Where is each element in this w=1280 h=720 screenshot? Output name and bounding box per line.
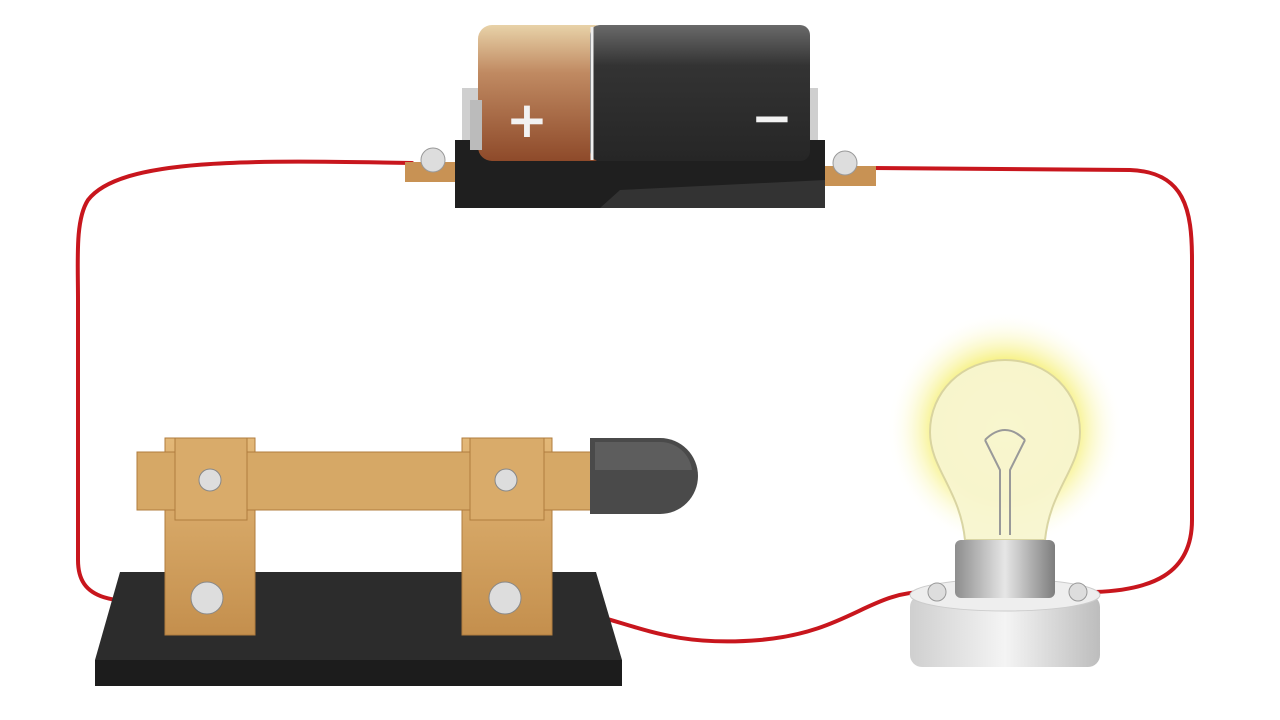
screw-icon [494,468,518,492]
screw-icon [190,581,224,615]
screw-icon [488,581,522,615]
positive-label: + [506,91,548,149]
screw-icon [198,468,222,492]
knife-switch[interactable] [95,437,698,686]
negative-label: − [751,89,793,147]
screw-terminal-left [420,147,446,173]
battery: + − [470,25,810,161]
bulb-socket [910,595,1100,667]
wire-battery-to-bulb [870,166,1194,594]
light-bulb [887,312,1123,667]
wire-battery-to-switch [75,159,414,604]
terminal-tab-right [820,166,876,186]
screw-icon [1068,582,1088,602]
screw-icon [927,582,947,602]
screw-terminal-right [832,150,858,176]
filament [984,429,1026,535]
